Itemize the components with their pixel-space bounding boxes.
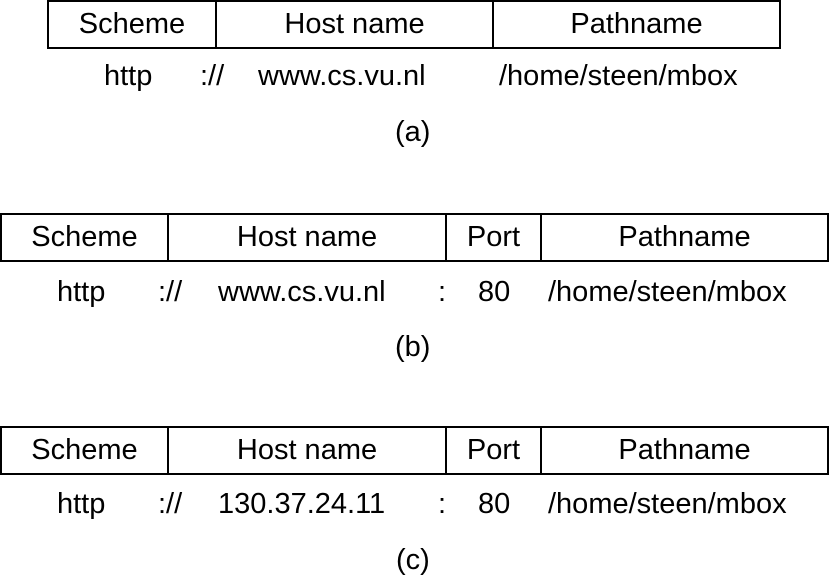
header-port: Port: [445, 428, 540, 473]
url-path: /home/steen/mbox: [548, 488, 787, 520]
url-scheme: http: [104, 60, 153, 92]
url-path: /home/steen/mbox: [548, 276, 787, 308]
url-path: /home/steen/mbox: [499, 60, 738, 92]
url-port-separator: :: [438, 276, 447, 308]
url-structure-c: Scheme Host name Port Pathname: [0, 426, 829, 475]
header-scheme: Scheme: [78, 8, 186, 40]
url-scheme: http: [57, 276, 106, 308]
url-separator: ://: [158, 276, 183, 308]
header-host-name: Host name: [167, 215, 445, 260]
header-pathname: Pathname: [540, 215, 827, 260]
url-host: www.cs.vu.nl: [258, 60, 426, 92]
header-scheme: Scheme: [31, 221, 138, 253]
caption-c: (c): [396, 544, 430, 576]
url-separator: ://: [200, 60, 225, 92]
header-host-name: Host name: [167, 428, 445, 473]
url-host: www.cs.vu.nl: [218, 276, 386, 308]
url-port: 80: [478, 276, 511, 308]
header-scheme: Scheme: [31, 434, 138, 466]
header-pathname: Pathname: [540, 428, 827, 473]
url-port: 80: [478, 488, 511, 520]
url-host: 130.37.24.11: [218, 488, 386, 520]
header-port: Port: [445, 215, 540, 260]
url-structure-b: Scheme Host name Port Pathname: [0, 213, 829, 262]
url-separator: ://: [158, 488, 183, 520]
url-port-separator: :: [438, 488, 447, 520]
caption-b: (b): [395, 331, 431, 363]
url-structure-a: Scheme Host name Pathname: [47, 0, 781, 49]
header-pathname: Pathname: [492, 2, 779, 47]
caption-a: (a): [395, 116, 431, 148]
header-host-name: Host name: [215, 2, 492, 47]
url-scheme: http: [57, 488, 106, 520]
